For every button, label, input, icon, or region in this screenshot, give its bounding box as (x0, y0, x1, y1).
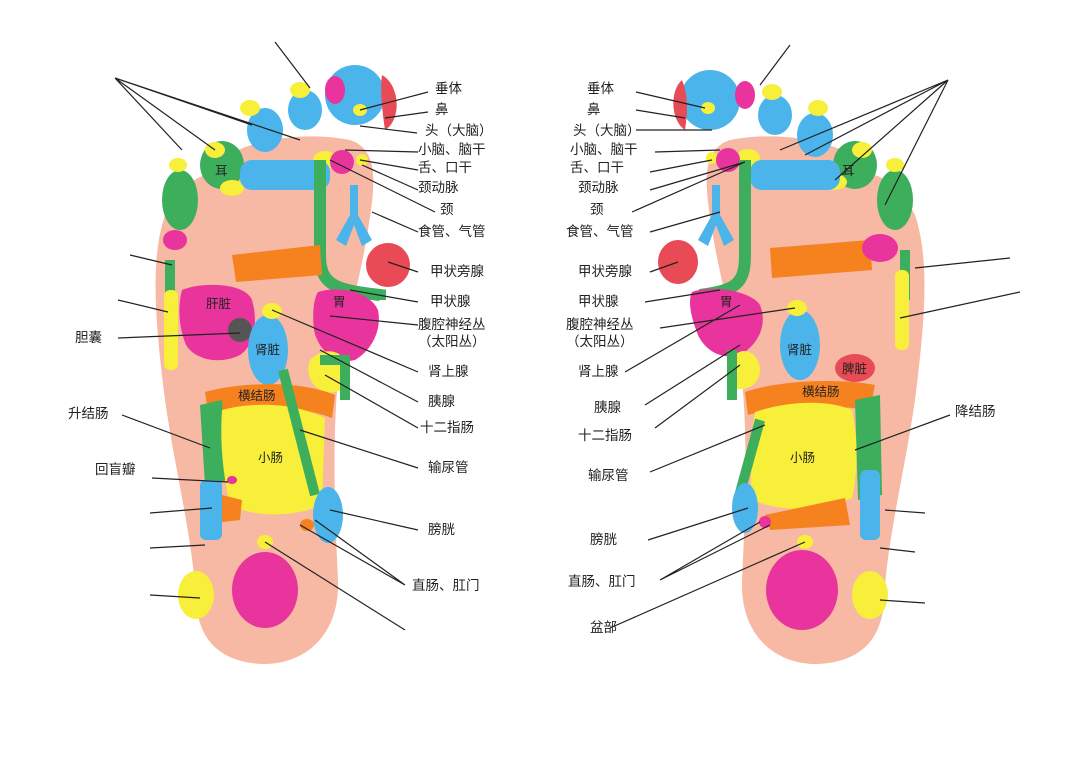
right-label-brain: 头（大脑） (573, 123, 641, 139)
left-label-solar: （太阳丛） (418, 334, 486, 350)
left-heel-organ (232, 552, 298, 628)
left-label-pancreas: 胰腺 (428, 394, 455, 410)
left-label-adrenal: 肾上腺 (428, 364, 469, 380)
left-label-gallbladder: 胆囊 (75, 329, 102, 346)
left-label-ureter: 输尿管 (428, 460, 469, 476)
right-colon-text: 横结肠 (802, 384, 840, 399)
right-kidney (780, 310, 820, 380)
left-stomach-text: 胃 (333, 294, 346, 309)
left-label-bladder: 膀胱 (428, 521, 455, 538)
right-ear-text: 耳 (842, 163, 855, 178)
right-label-solar: （太阳丛） (566, 334, 634, 350)
left-label-celiac: 腹腔神经丛 (418, 316, 486, 333)
left-liver (179, 284, 255, 361)
right-label-descending-colon: 降结肠 (955, 404, 996, 420)
right-label-pelvis: 盆部 (590, 620, 617, 636)
left-kidney-text: 肾脏 (255, 342, 280, 357)
left-orange-band (232, 245, 322, 282)
left-label-duodenum: 十二指肠 (420, 420, 474, 436)
left-label-ascending-colon: 升结肠 (68, 406, 109, 422)
left-label-neck: 颈 (440, 202, 454, 218)
left-ascending-colon (200, 400, 228, 485)
left-label-cerebellum: 小脑、脑干 (418, 142, 486, 158)
right-foot (658, 70, 925, 665)
right-label-thyroid: 甲状腺 (578, 294, 619, 310)
left-label-carotid: 颈动脉 (418, 180, 459, 196)
right-label-pancreas: 胰腺 (594, 400, 622, 416)
right-label-celiac: 腹腔神经丛 (566, 316, 634, 333)
right-label-duodenum: 十二指肠 (578, 428, 632, 444)
right-intestine-text: 小肠 (790, 450, 815, 465)
right-stomach (690, 288, 763, 357)
right-label-ureter: 输尿管 (588, 468, 629, 484)
right-label-cerebellum: 小脑、脑干 (570, 142, 638, 158)
left-transverse-colon (205, 384, 335, 418)
left-kidney (248, 315, 288, 385)
right-stomach-text: 胃 (720, 294, 733, 309)
right-spleen-text: 脾脏 (842, 361, 867, 376)
left-label-pituitary: 垂体 (435, 81, 462, 97)
right-label-parathyroid: 甲状旁腺 (578, 263, 632, 280)
right-label-pituitary: 垂体 (587, 81, 615, 97)
right-small-intestine (750, 402, 857, 509)
right-kidney-text: 肾脏 (787, 342, 812, 357)
left-label-nose: 鼻 (435, 101, 449, 118)
left-bladder (313, 487, 343, 543)
right-label-adrenal: 肾上腺 (578, 364, 619, 380)
left-stomach (313, 289, 379, 361)
left-label-thyroid: 甲状腺 (430, 294, 471, 310)
left-colon-text: 横结肠 (238, 388, 276, 403)
left-label-ileocecal: 回盲瓣 (95, 461, 136, 478)
left-leaders (114, 41, 436, 631)
left-trachea (336, 185, 372, 246)
right-heel-organ (766, 550, 838, 630)
right-label-neck: 颈 (590, 202, 604, 218)
left-label-esophagus: 食管、气管 (418, 223, 486, 240)
left-label-parathyroid: 甲状旁腺 (430, 263, 484, 280)
right-label-rectum: 直肠、肛门 (568, 574, 636, 590)
left-intestine-text: 小肠 (258, 450, 283, 465)
left-parathyroid (366, 243, 410, 287)
right-leaders (609, 44, 1021, 629)
right-trachea (698, 185, 734, 246)
left-label-brain: 头（大脑） (425, 123, 493, 139)
left-ear-text: 耳 (215, 163, 228, 178)
right-label-tongue: 舌、口干 (570, 160, 624, 176)
right-label-esophagus: 食管、气管 (566, 223, 634, 240)
left-label-tongue: 舌、口干 (418, 160, 472, 176)
right-spleen (835, 354, 875, 382)
left-foot (155, 65, 410, 665)
left-liver-text: 肝脏 (206, 296, 231, 311)
right-label-bladder: 膀胱 (590, 531, 618, 548)
right-label-carotid: 颈动脉 (578, 180, 619, 196)
left-label-rectum: 直肠、肛门 (412, 578, 480, 594)
right-label-nose: 鼻 (587, 101, 601, 118)
